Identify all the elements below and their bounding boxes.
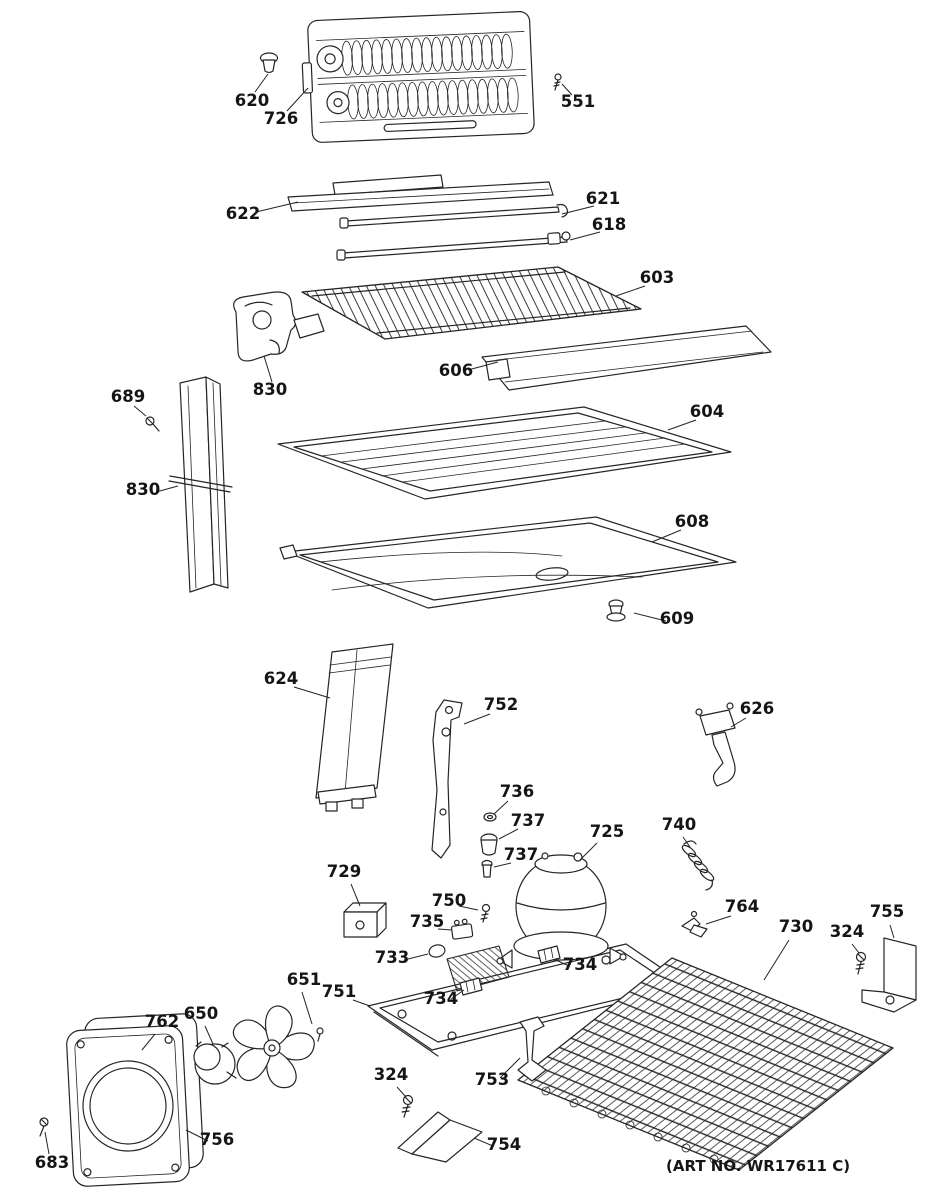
callout-618: 618 — [592, 215, 626, 234]
callout-830-left: 830 — [126, 480, 160, 499]
callout-756: 756 — [200, 1130, 234, 1149]
evaporator-coil-726 — [301, 11, 535, 143]
relay-729 — [343, 902, 387, 938]
terminal-734-left — [459, 977, 483, 996]
grommet-609 — [606, 599, 626, 622]
grommet-737-lower — [481, 859, 493, 878]
callout-324-left: 324 — [374, 1065, 408, 1084]
leader-lines — [44, 73, 895, 1155]
condenser-coil-730 — [517, 957, 894, 1171]
callout-762: 762 — [145, 1012, 179, 1031]
callout-737-upper: 737 — [511, 811, 545, 830]
callout-733: 733 — [375, 948, 409, 967]
compressor-725 — [496, 852, 627, 969]
heater-rod-618 — [336, 231, 571, 261]
shelf-panel-606 — [481, 325, 772, 391]
grommet-620 — [259, 52, 279, 74]
callout-735: 735 — [410, 912, 444, 931]
callout-606: 606 — [439, 361, 473, 380]
fan-blade-651 — [228, 1002, 315, 1093]
grommet-737-upper — [480, 833, 498, 856]
fan-screw-651 — [316, 1027, 324, 1042]
callout-726: 726 — [264, 109, 298, 128]
callout-752: 752 — [484, 695, 518, 714]
callout-689: 689 — [111, 387, 145, 406]
grommet-736 — [483, 812, 497, 822]
pan-608 — [279, 516, 737, 609]
callout-604: 604 — [690, 402, 724, 421]
thermostat-bracket-626 — [695, 702, 736, 787]
callout-609: 609 — [660, 609, 694, 628]
callout-751: 751 — [322, 982, 356, 1001]
callout-736: 736 — [500, 782, 534, 801]
callout-622: 622 — [226, 204, 260, 223]
callout-764: 764 — [725, 897, 759, 916]
bracket-753 — [517, 1016, 547, 1082]
callout-621: 621 — [586, 189, 620, 208]
callout-626: 626 — [740, 699, 774, 718]
callout-734-right: 734 — [563, 955, 597, 974]
callout-725: 725 — [590, 822, 624, 841]
screw-750 — [480, 903, 491, 923]
callout-730: 730 — [779, 917, 813, 936]
callout-729: 729 — [327, 862, 361, 881]
callout-830-upper: 830 — [253, 380, 287, 399]
art-number: (ART NO. WR17611 C) — [666, 1157, 850, 1175]
shelf-grille-603 — [301, 266, 642, 340]
fan-shroud-762 — [66, 1025, 190, 1187]
callout-324-right: 324 — [830, 922, 864, 941]
bracket-752 — [431, 699, 463, 859]
bracket-830-left — [168, 376, 233, 593]
bracket-754 — [397, 1111, 483, 1163]
wire-harness-733 — [428, 944, 510, 992]
callout-651: 651 — [287, 970, 321, 989]
overload-735 — [450, 918, 474, 940]
screw-689 — [145, 416, 160, 432]
bracket-755 — [861, 937, 917, 1013]
callout-755: 755 — [870, 902, 904, 921]
callout-737-lower: 737 — [504, 845, 538, 864]
mounting-bracket-622 — [287, 174, 554, 212]
callout-620: 620 — [235, 91, 269, 110]
callout-650: 650 — [184, 1004, 218, 1023]
screw-683 — [39, 1117, 49, 1137]
callout-624: 624 — [264, 669, 298, 688]
spring-clip-740 — [681, 840, 715, 891]
callout-734-left: 734 — [424, 989, 458, 1008]
callout-740: 740 — [662, 815, 696, 834]
callout-551: 551 — [561, 92, 595, 111]
divider-panel-624 — [315, 643, 394, 812]
screw-324-right — [855, 951, 867, 975]
callout-603: 603 — [640, 268, 674, 287]
callout-683: 683 — [35, 1153, 69, 1172]
fan-motor-650 — [193, 1041, 237, 1085]
heater-rod-621 — [339, 203, 569, 229]
screw-324-left — [401, 1094, 414, 1118]
callout-753: 753 — [475, 1070, 509, 1089]
callout-750: 750 — [432, 891, 466, 910]
screw-551 — [553, 73, 562, 91]
callout-754: 754 — [487, 1135, 521, 1154]
pan-604 — [277, 406, 732, 500]
clip-764 — [681, 910, 708, 938]
callout-608: 608 — [675, 512, 709, 531]
terminal-734-right — [537, 945, 561, 964]
bracket-830-upper — [233, 291, 325, 362]
